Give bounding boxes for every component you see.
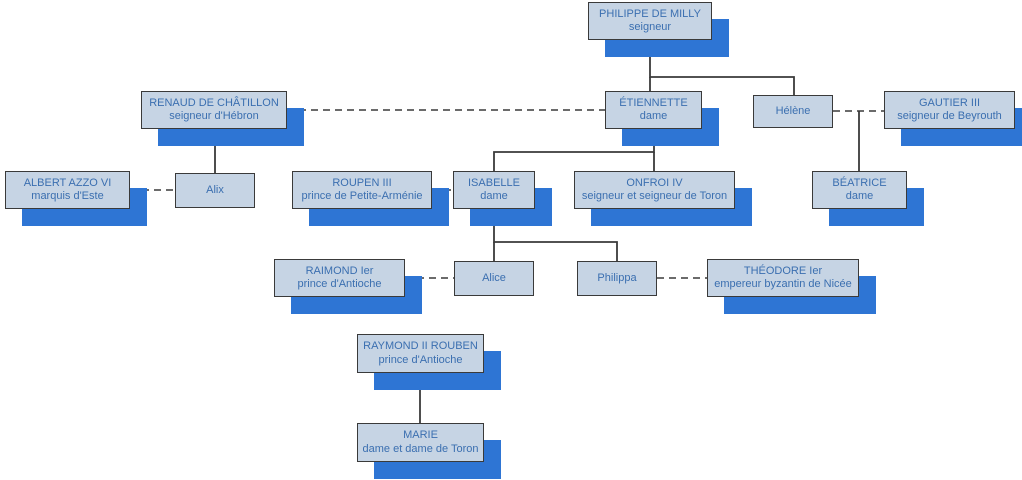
node-marie-name: MARIE xyxy=(403,429,438,442)
node-onfroi-name: ONFROI IV xyxy=(626,176,683,189)
node-beatrice-title: dame xyxy=(845,190,874,202)
node-gautier-title: seigneur de Beyrouth xyxy=(897,110,1002,122)
node-alix-name: Alix xyxy=(206,183,224,196)
node-albert-name: ALBERT AZZO VI xyxy=(23,176,112,189)
node-alix[interactable]: Alix xyxy=(175,173,255,208)
node-albert-title: marquis d'Este xyxy=(31,190,104,202)
node-roupen-name: ROUPEN III xyxy=(332,176,392,189)
node-philippa[interactable]: Philippa xyxy=(577,261,657,296)
node-helene[interactable]: Hélène xyxy=(753,95,833,128)
node-roupen-title: prince de Petite-Arménie xyxy=(301,190,423,202)
node-raimond-title: prince d'Antioche xyxy=(297,278,382,290)
node-marie-title: dame et dame de Toron xyxy=(362,442,479,455)
node-theodore-name: THÉODORE Ier xyxy=(743,264,823,277)
node-philippe-title: seigneur xyxy=(628,21,672,33)
node-beatrice-name: BÉATRICE xyxy=(832,176,887,189)
node-alice-name: Alice xyxy=(482,271,506,284)
node-renaud-title: seigneur d'Hébron xyxy=(169,110,259,122)
node-etiennette-name: ÉTIENNETTE xyxy=(619,96,688,109)
edge-philippe-to-children xyxy=(649,40,795,95)
node-raymond2-title: prince d'Antioche xyxy=(378,353,463,366)
node-onfroi-title: seigneur et seigneur de Toron xyxy=(581,190,728,202)
node-raimond-name: RAIMOND Ier xyxy=(305,264,374,277)
node-isabelle-title: dame xyxy=(480,190,508,202)
node-gautier-name: GAUTIER III xyxy=(918,96,981,109)
node-raymond2-name: RAYMOND II ROUBEN xyxy=(363,340,478,353)
node-alice[interactable]: Alice xyxy=(454,261,534,296)
node-renaud-name: RENAUD DE CHÂTILLON xyxy=(149,96,279,109)
node-etiennette-title: dame xyxy=(639,110,668,122)
node-helene-name: Hélène xyxy=(775,104,811,117)
node-philippe-name: PHILIPPE DE MILLY xyxy=(599,7,701,20)
node-theodore-title: empereur byzantin de Nicée xyxy=(714,278,852,290)
node-isabelle-name: ISABELLE xyxy=(468,176,520,189)
node-philippa-name: Philippa xyxy=(597,271,637,284)
